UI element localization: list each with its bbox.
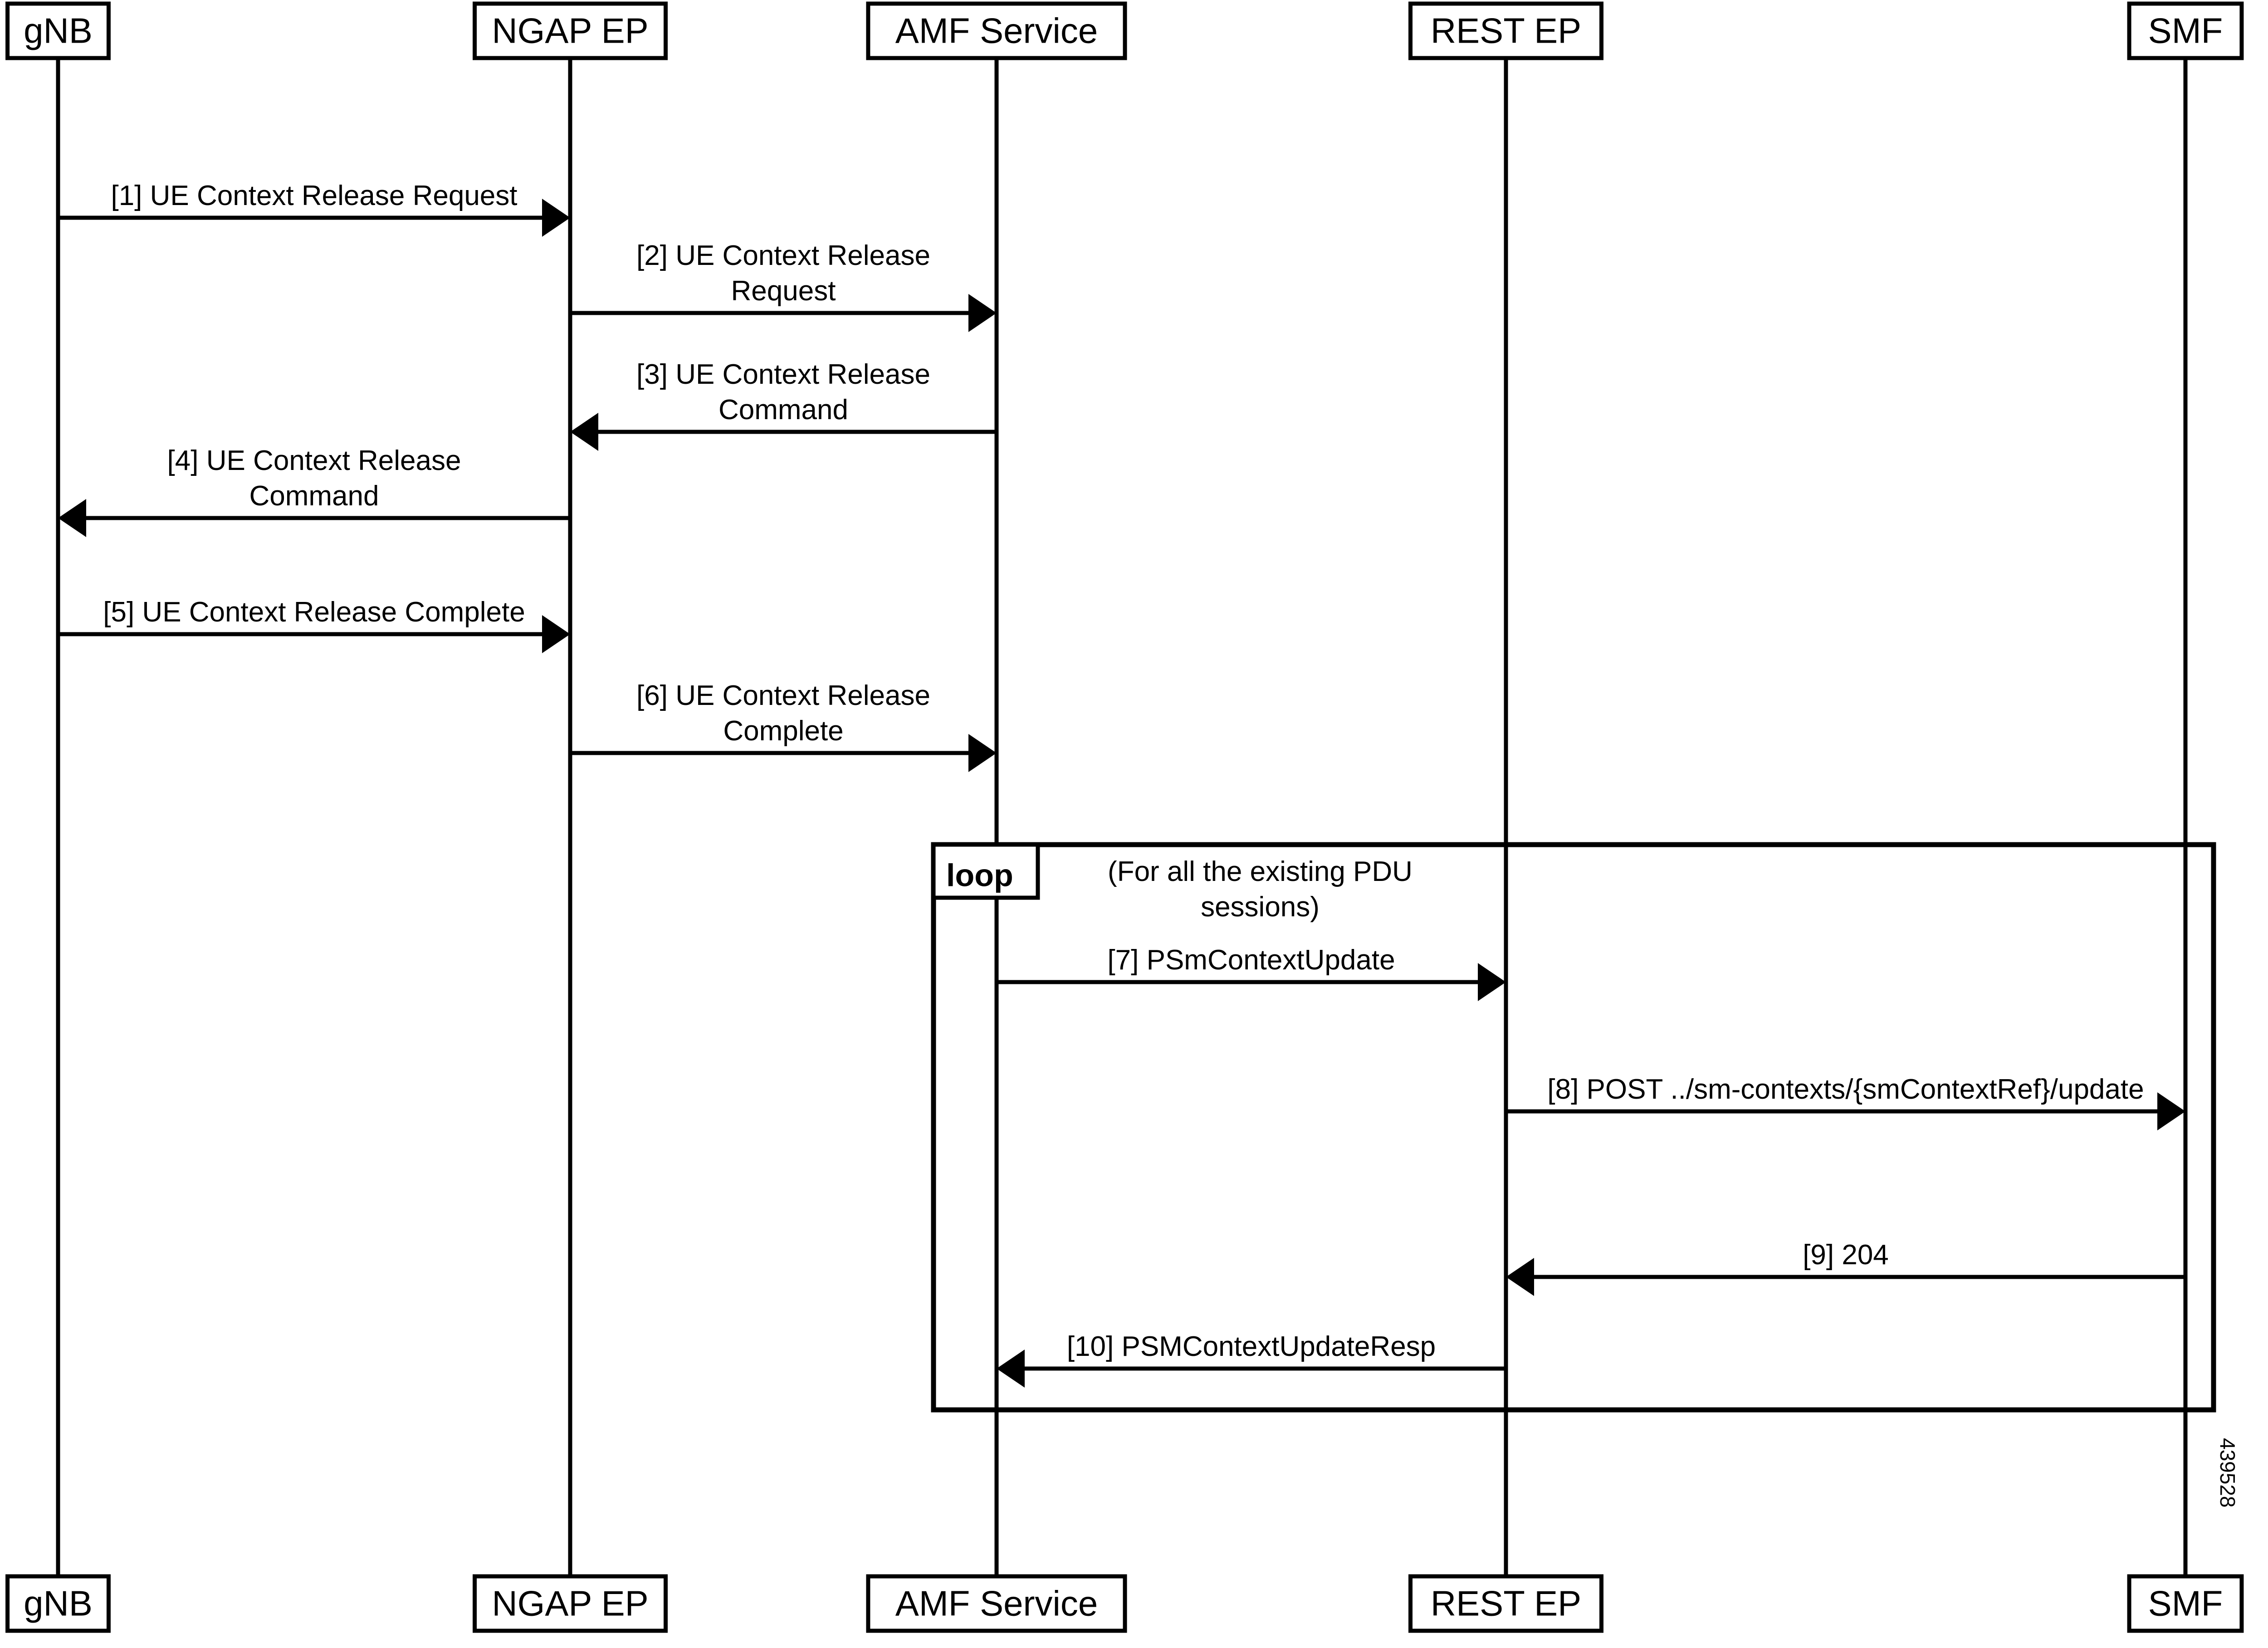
message-arrowhead-2 — [968, 294, 997, 332]
lifeline-foot-box-gnb — [5, 1574, 111, 1633]
message-arrowhead-5 — [542, 615, 570, 653]
lifeline-foot-smf: SMF — [2127, 1574, 2244, 1633]
lifeline-head-gnb: gNB — [5, 1, 111, 60]
message-label-8: [8] POST ../sm-contexts/{smContextRef}/u… — [1547, 1074, 2144, 1105]
lifeline-head-label-rest: REST EP — [1431, 10, 1581, 50]
lifeline-head-label-amf: AMF Service — [895, 10, 1098, 50]
lifeline-foot-label-rest: REST EP — [1431, 1583, 1581, 1623]
message-arrowhead-3 — [570, 413, 598, 451]
lifeline-head-smf: SMF — [2127, 1, 2244, 60]
lifeline-foot-ngap: NGAP EP — [473, 1574, 668, 1633]
message-8: [8] POST ../sm-contexts/{smContextRef}/u… — [1506, 1074, 2185, 1130]
figure-number-group: 439528 — [2216, 1438, 2239, 1508]
lifelines-top-group: gNB NGAP EP AMF Service REST EP SMF — [5, 1, 2244, 60]
lifeline-head-amf: AMF Service — [866, 1, 1127, 60]
message-arrowhead-8 — [2157, 1092, 2185, 1130]
message-arrowhead-9 — [1506, 1258, 1534, 1296]
messages-group: [1] UE Context Release Request [2] UE Con… — [58, 180, 2185, 1388]
lifeline-head-label-ngap: NGAP EP — [492, 10, 648, 50]
message-arrowhead-6 — [968, 734, 997, 772]
message-arrowhead-4 — [58, 499, 86, 537]
message-10: [10] PSMContextUpdateResp — [997, 1331, 1506, 1388]
lifeline-head-ngap: NGAP EP — [473, 1, 668, 60]
message-9: [9] 204 — [1506, 1239, 2185, 1296]
message-label-5: [5] UE Context Release Complete — [103, 597, 525, 628]
lifeline-head-label-smf: SMF — [2148, 10, 2223, 50]
lifeline-foot-label-amf: AMF Service — [895, 1583, 1098, 1623]
lifeline-foot-box-amf — [866, 1574, 1127, 1633]
lifeline-foot-box-rest — [1408, 1574, 1603, 1633]
message-5: [5] UE Context Release Complete — [58, 597, 570, 653]
message-arrowhead-1 — [542, 199, 570, 237]
message-label-9: [9] 204 — [1803, 1239, 1889, 1271]
lifeline-head-label-gnb: gNB — [24, 10, 93, 50]
lifeline-foot-box-smf — [2127, 1574, 2244, 1633]
message-1: [1] UE Context Release Request — [58, 180, 570, 237]
fragment-tab-loop-pdu-sessions — [931, 842, 1040, 900]
lifeline-foot-gnb: gNB — [5, 1574, 111, 1633]
message-label-7: [7] PSmContextUpdate — [1107, 944, 1395, 976]
message-arrowhead-10 — [997, 1350, 1025, 1388]
lifeline-foot-label-ngap: NGAP EP — [492, 1583, 648, 1623]
lifeline-foot-amf: AMF Service — [866, 1574, 1127, 1633]
message-label-10: [10] PSMContextUpdateResp — [1067, 1331, 1436, 1362]
message-label-1: [1] UE Context Release Request — [111, 180, 517, 211]
figure-number-label: 439528 — [2216, 1438, 2239, 1508]
lifeline-head-rest: REST EP — [1408, 1, 1603, 60]
fragment-border-loop-pdu-sessions — [931, 842, 2216, 1413]
lifeline-foot-label-smf: SMF — [2148, 1583, 2223, 1623]
lifeline-foot-label-gnb: gNB — [24, 1583, 93, 1623]
message-7: [7] PSmContextUpdate — [997, 944, 1506, 1001]
message-arrowhead-7 — [1478, 963, 1506, 1001]
figure-number: 439528 — [2216, 1438, 2239, 1508]
lifeline-foot-rest: REST EP — [1408, 1574, 1603, 1633]
fragment-kind-label-loop-pdu-sessions: loop — [946, 857, 1013, 893]
lifeline-foot-box-ngap — [473, 1574, 668, 1633]
lifelines-bottom-group: gNB NGAP EP AMF Service REST EP SMF — [5, 1574, 2244, 1633]
lifeline-head-box-rest — [1408, 1, 1603, 60]
